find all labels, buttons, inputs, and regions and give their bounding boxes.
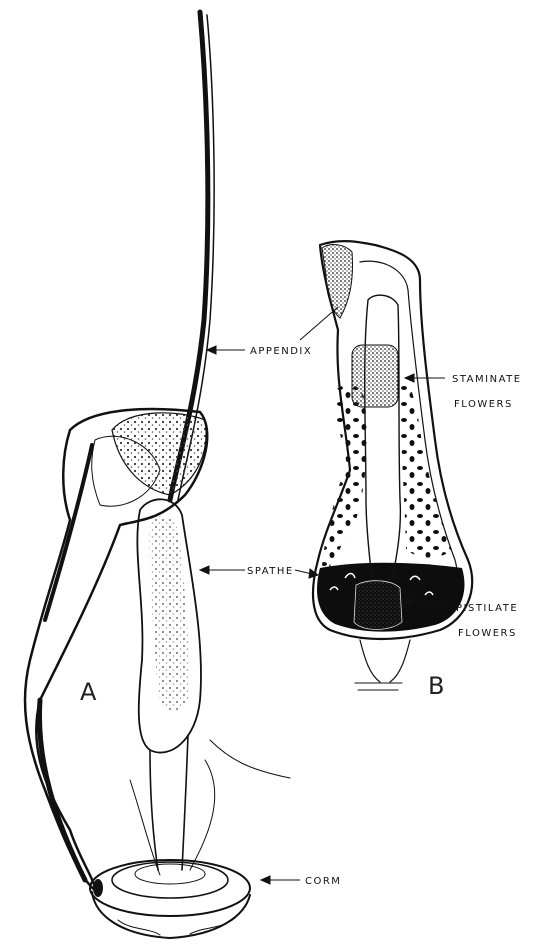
spathe-label: SPATHE [247,566,294,577]
corm-label: CORM [305,876,341,887]
plant-a-drawing [25,12,290,938]
pistilate-label-line2: FLOWERS [458,628,517,639]
appendix-label: APPENDIX [250,346,312,357]
pistilate-label-line1: PISTILATE [456,603,518,614]
corm-drawing [90,860,250,938]
panel-a-letter: A [80,678,97,706]
panel-b-letter: B [428,672,444,700]
staminate-label-line1: STAMINATE [452,374,522,385]
staminate-label-line2: FLOWERS [454,399,513,410]
